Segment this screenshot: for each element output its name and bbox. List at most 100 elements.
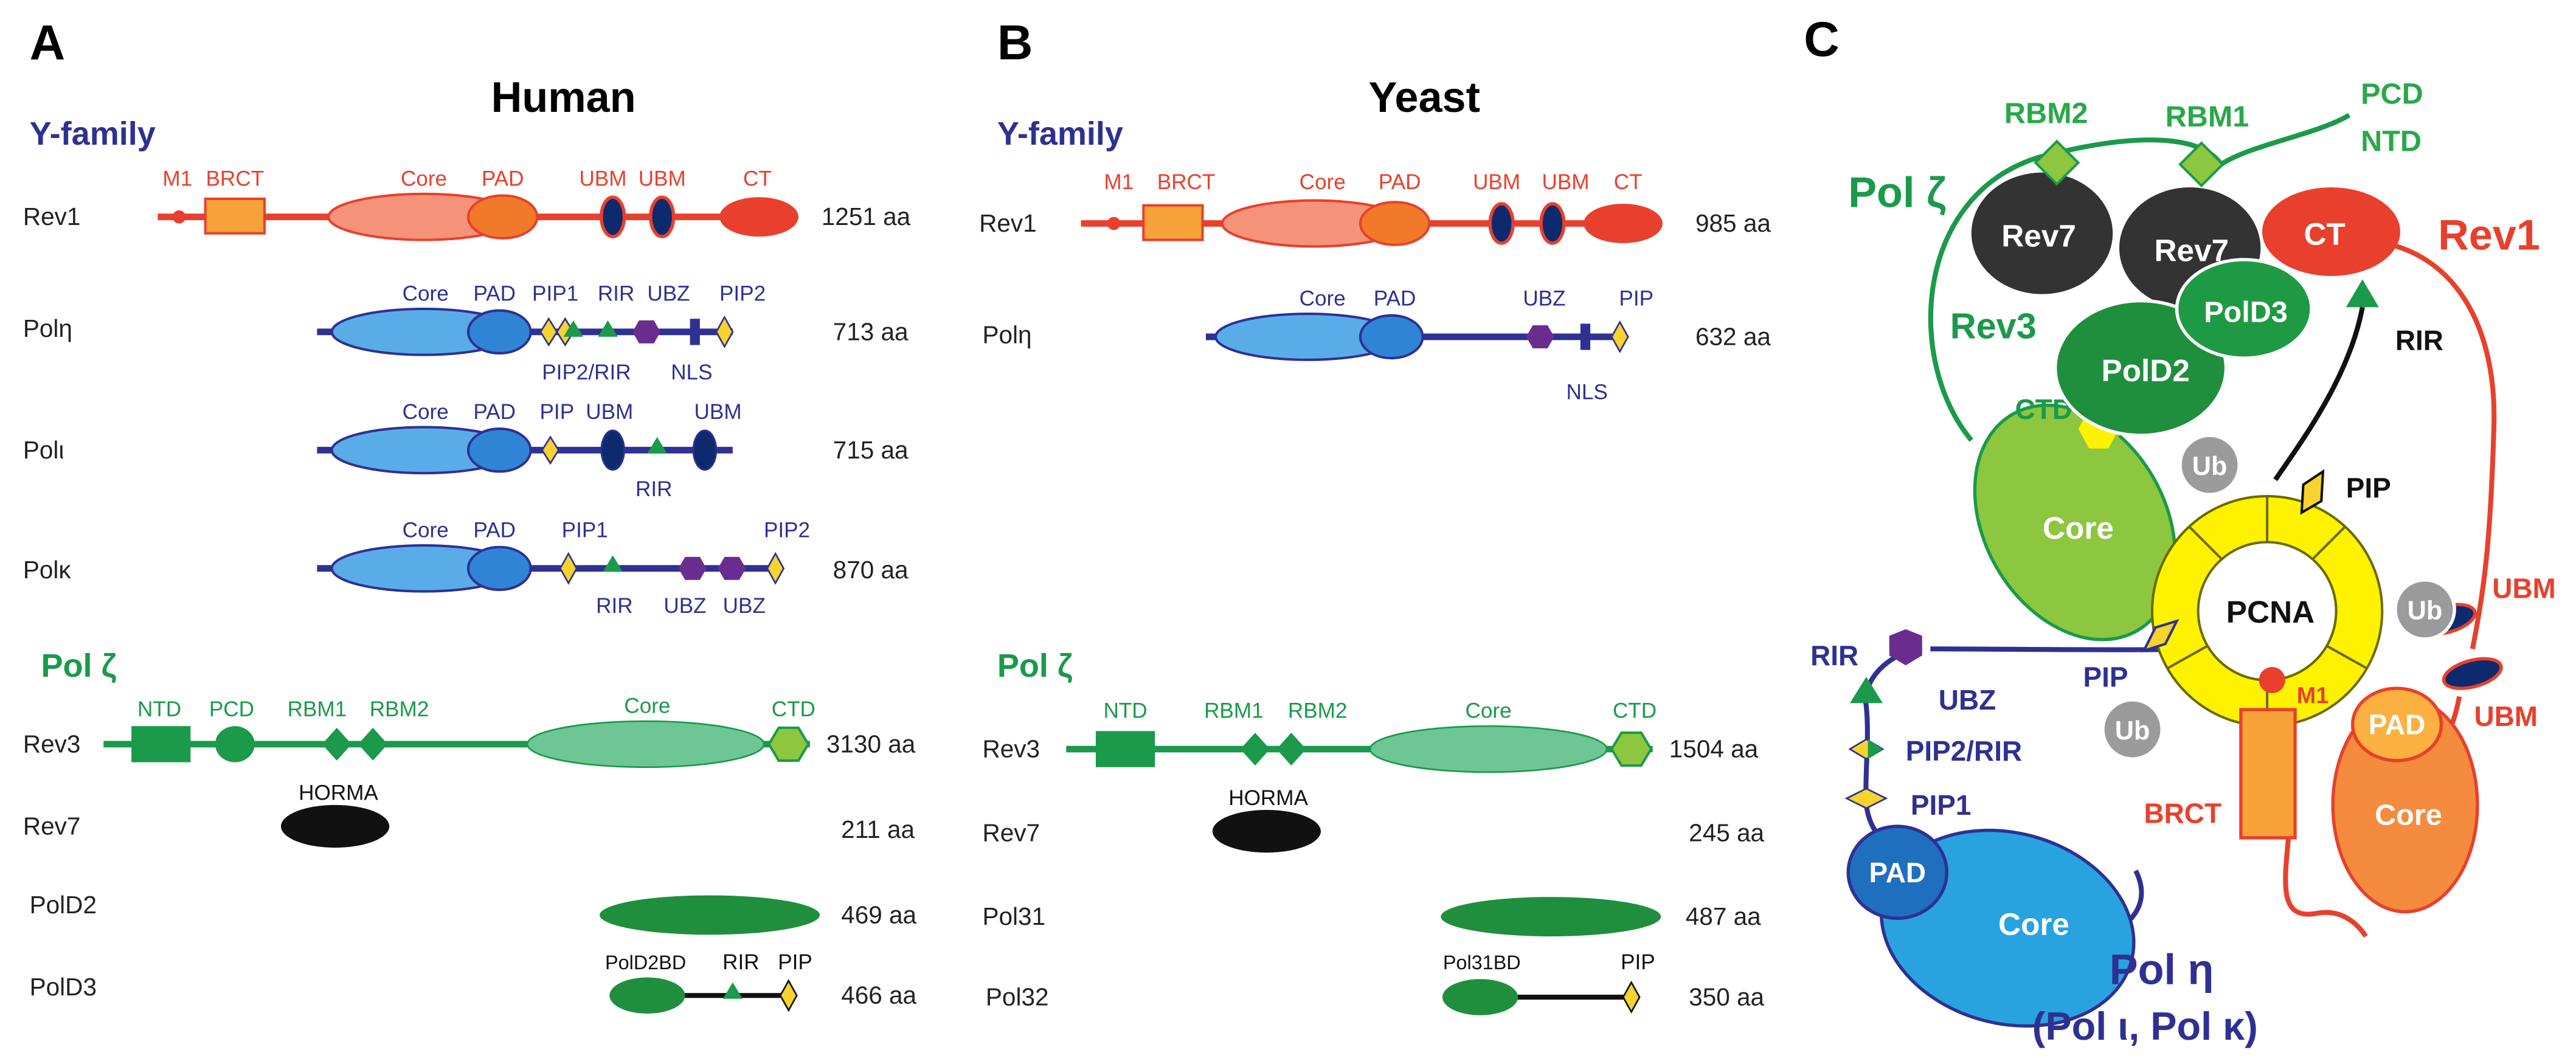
model-ubiquitin-2 — [2394, 578, 2456, 641]
yeast-rev1-ubm2-domain — [1539, 202, 1566, 245]
human-polkappa-ubz1-domain — [678, 556, 707, 580]
human-pold2-row: PolD2 469 aa — [30, 891, 917, 935]
yeast-rev7-horma-label: HORMA — [1228, 786, 1308, 810]
human-rev1-pad-domain — [466, 194, 539, 240]
yeast-pol31-row: Pol31 487 aa — [983, 897, 1761, 936]
human-poliota-name: Polι — [23, 436, 64, 464]
model-rev3-core — [1973, 403, 2177, 641]
human-pold2-domain — [600, 895, 820, 935]
human-rev7-horma-domain — [280, 804, 390, 848]
model-rev1-brct-label: BRCT — [2144, 798, 2221, 829]
model-pol-eta-label: Pol η — [2110, 945, 2214, 993]
human-poliota-ubm2-label: UBM — [694, 400, 742, 424]
human-poleta-pad-domain — [466, 309, 532, 354]
human-pold3-name: PolD3 — [30, 973, 97, 1001]
model-pol-zeta-label: Pol ζ — [1848, 168, 1946, 216]
model-poleta-pip1-label: PIP1 — [1911, 789, 1972, 821]
yeast-rev1-row: Rev1 M1 BRCT Core PAD UBM UBM CT 985 aa — [979, 170, 1771, 248]
model-rev1-ct-label: CT — [2304, 217, 2345, 252]
yeast-rev7-horma-domain — [1212, 809, 1321, 853]
yeast-pol32-row: Pol32 Pol31BD PIP 350 aa — [986, 950, 1765, 1015]
yeast-rev1-ubm1-label: UBM — [1473, 170, 1520, 194]
human-poliota-rir-motif — [647, 437, 667, 454]
yeast-pol31-domain — [1441, 897, 1661, 936]
model-poleta-ubz-label: UBZ — [1939, 684, 1996, 716]
panel-c-letter: C — [1804, 12, 1840, 67]
human-rev3-rbm1-motif — [322, 727, 352, 761]
human-rev1-ubm1-domain — [600, 195, 626, 238]
model-pold3-rir-motif — [2346, 279, 2379, 308]
model-rev3-rbm2-motif — [2034, 139, 2080, 186]
human-polkappa-row: Polκ Core PAD PIP1 RIR UBZ UBZ PIP2 870 … — [23, 519, 909, 618]
model-rev1-ubm2 — [2442, 657, 2503, 690]
human-rev3-pcd-label: PCD — [209, 697, 254, 721]
model-rev1-m1-label: M1 — [2297, 683, 2329, 708]
human-rev1-pad-label: PAD — [482, 167, 524, 190]
yeast-rev1-ubm2-label: UBM — [1542, 170, 1590, 194]
human-pold3-rir-label: RIR — [722, 950, 759, 974]
human-pold3-pip-motif — [779, 979, 798, 1012]
yeast-rev1-pad-label: PAD — [1379, 170, 1421, 194]
model-pold3-rir-label: RIR — [2395, 325, 2443, 356]
model-pcna-divider-5 — [2189, 526, 2222, 560]
human-rev3-core-domain — [526, 720, 765, 769]
human-polkappa-ubz1-label: UBZ — [663, 594, 706, 618]
model-poleta-ubz-motif — [1889, 629, 1922, 666]
yeast-rev3-rbm1-motif — [1240, 732, 1270, 766]
human-poleta-pip2rir-label: PIP2/RIR — [542, 361, 631, 384]
model-poleta-pip2rir-label: PIP2/RIR — [1906, 735, 2022, 767]
yeast-poleta-pad-domain — [1359, 314, 1424, 360]
panel-b-yfamily-heading: Y-family — [997, 116, 1123, 152]
model-poleta-pip2rir-rir-motif — [1868, 739, 1883, 759]
human-rev3-pcd-domain — [215, 726, 255, 762]
yeast-poleta-pad-label: PAD — [1374, 287, 1416, 311]
yeast-pol32-pip-label: PIP — [1621, 950, 1655, 974]
yeast-rev7-name: Rev7 — [983, 818, 1040, 846]
yeast-poleta-core-label: Core — [1300, 287, 1346, 311]
human-polkappa-name: Polκ — [23, 556, 72, 584]
yeast-rev3-ctd-label: CTD — [1613, 699, 1657, 723]
human-rev1-m1-motif — [172, 210, 186, 224]
human-poleta-pip2-motif — [715, 315, 734, 348]
human-poleta-nls-label: NLS — [671, 361, 712, 384]
model-rbm1-label: RBM1 — [2166, 100, 2249, 133]
human-rev3-core-label: Core — [624, 694, 670, 718]
yeast-rev3-ctd-domain — [1610, 731, 1653, 767]
panel-b-letter: B — [997, 15, 1033, 70]
yeast-rev1-length: 985 aa — [1695, 209, 1771, 237]
human-poleta-pad-label: PAD — [473, 282, 516, 305]
model-poleta-pip-label: PIP — [2083, 661, 2128, 693]
model-rev1-ubm2-label: UBM — [2474, 700, 2538, 732]
human-rev1-ct-domain — [719, 197, 798, 237]
yeast-pol32-name: Pol32 — [986, 983, 1049, 1011]
yeast-rev3-ntd-domain — [1095, 731, 1155, 767]
human-rev3-ntd-domain — [131, 726, 191, 762]
model-rev1-pad-label: PAD — [2369, 709, 2426, 741]
yeast-rev1-ct-label: CT — [1614, 170, 1643, 194]
yeast-rev3-rbm2-motif — [1276, 732, 1306, 766]
human-rev1-ct-label: CT — [743, 167, 772, 190]
human-poleta-nls-motif — [690, 319, 700, 345]
yeast-rev1-m1-motif — [1107, 216, 1121, 230]
human-polkappa-pip2-motif — [766, 551, 785, 585]
yeast-rev1-brct-domain — [1142, 204, 1204, 241]
human-polkappa-ubz2-label: UBZ — [723, 594, 766, 618]
model-rev1-m1 — [2259, 666, 2285, 694]
model-pol-eta-subtitle: (Pol ι, Pol κ) — [2032, 1004, 2258, 1048]
human-rev1-m1-label: M1 — [162, 167, 192, 190]
human-poliota-rir-label: RIR — [635, 477, 672, 501]
human-poliota-pip-motif — [541, 435, 560, 465]
human-polkappa-ubz2-domain — [718, 556, 746, 580]
model-poleta-pip-motif — [2141, 618, 2180, 653]
human-poliota-ubm1-domain — [600, 429, 625, 471]
panel-b-polzeta-heading: Pol ζ — [997, 648, 1073, 684]
human-rev3-name: Rev3 — [23, 730, 81, 758]
human-poliota-pad-domain — [466, 427, 532, 473]
human-rev1-brct-domain — [204, 197, 266, 235]
yeast-rev1-core-label: Core — [1300, 170, 1346, 194]
model-rev1-brct — [2239, 708, 2297, 840]
model-rev1-ct — [2262, 187, 2400, 276]
yeast-poleta-ubz-domain — [1526, 325, 1554, 348]
model-ubiquitin-3 — [2101, 698, 2164, 761]
yeast-poleta-nls-motif — [1580, 323, 1591, 350]
